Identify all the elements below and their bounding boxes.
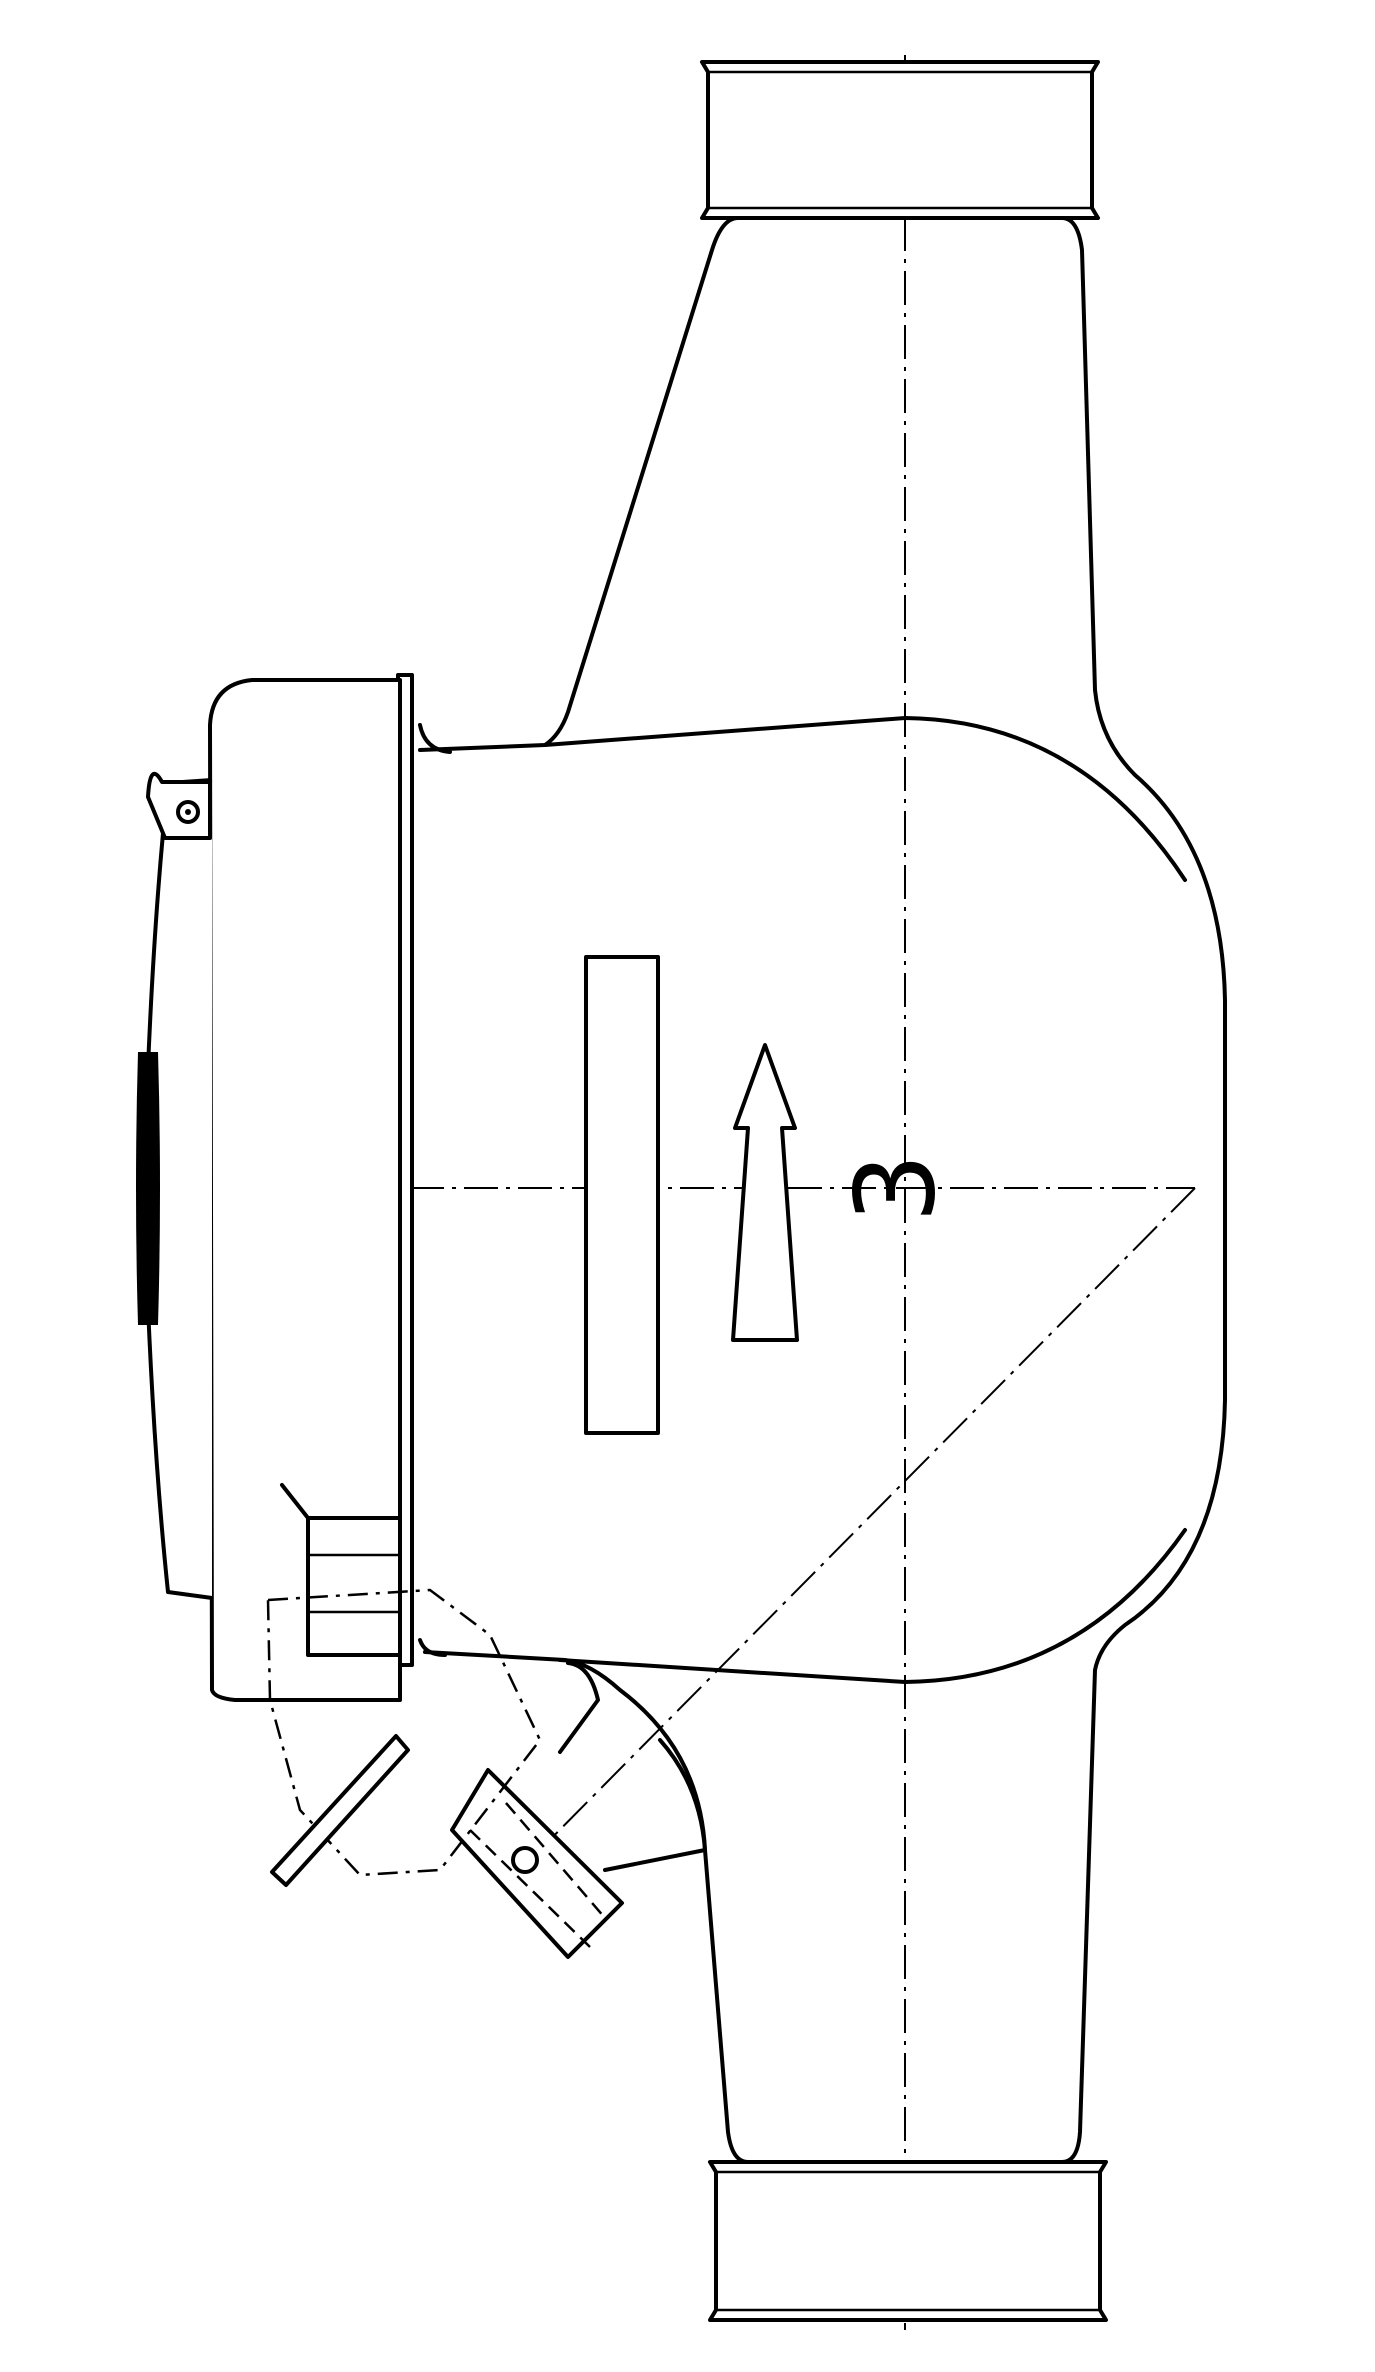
removed-key (270, 1734, 410, 1887)
cable-gland (306, 1516, 402, 1657)
top-connector-body (700, 60, 1100, 220)
drain-screw-icon (511, 1846, 539, 1874)
bottom-connector-body (708, 2160, 1108, 2322)
cover-band (136, 1052, 160, 1325)
bottom-pipe-connector (708, 2160, 1108, 2322)
flow-direction-arrow (731, 1043, 799, 1342)
motor-housing (136, 673, 414, 1702)
diagonal-centerline (519, 1187, 1196, 1871)
earth-terminal-screw-icon (176, 800, 200, 824)
alternate-position-outline (266, 1588, 542, 1877)
volute-contour (543, 716, 1187, 1684)
name-plate (584, 955, 660, 1435)
part-label: 3 (831, 1153, 959, 1223)
top-pipe-connector (700, 60, 1100, 220)
drain-branch (450, 1661, 707, 1959)
drain-branch-outline (558, 1661, 707, 1872)
